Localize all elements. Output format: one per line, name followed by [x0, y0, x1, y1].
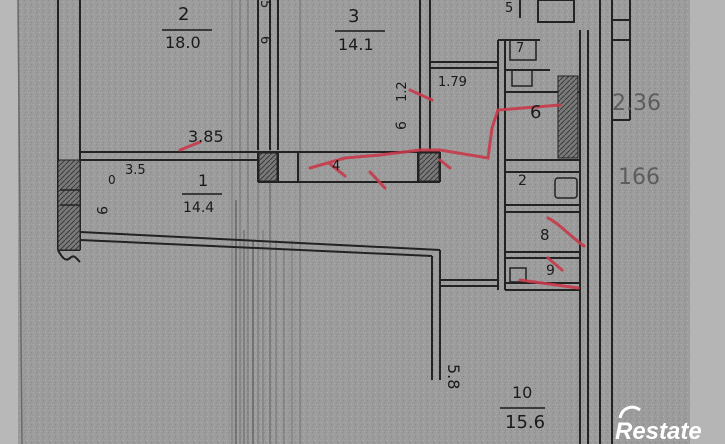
fixtures [60, 39, 578, 283]
restate-watermark: Restate [615, 405, 702, 444]
dimension-236: 2.36 [612, 91, 661, 116]
dimension-12: 1.2 [395, 81, 410, 102]
paper-left-edge [17, 0, 23, 444]
dimension-0: 0 [108, 173, 116, 187]
room-8-label: 8 [540, 226, 550, 244]
dimension-9: 9 [93, 206, 109, 215]
room-number: 3 [348, 6, 359, 27]
dimension-385: 3.85 [188, 127, 224, 146]
room-number: 1 [198, 171, 208, 190]
room-10-label: 10 15.6 [500, 383, 545, 433]
room-7-label: 7 [516, 41, 524, 56]
room-area: 18.0 [165, 33, 201, 52]
room-3-label: 3 14.1 [335, 6, 385, 54]
room-area: 14.1 [338, 35, 374, 54]
room-2-label: 2 18.0 [162, 4, 212, 52]
paper-left-margin [0, 0, 18, 444]
room-area: 14.4 [183, 200, 214, 216]
room-1-label: 1 14.4 [182, 171, 222, 216]
room-area: 15.6 [505, 412, 545, 433]
dimension-179: 1.79 [438, 75, 467, 90]
room-number: 10 [512, 383, 532, 402]
dimension-2: 2 [518, 173, 527, 189]
dimension-6b: 6 [257, 36, 272, 44]
dimension-6: 6 [394, 121, 410, 130]
walls [57, 0, 631, 444]
dimension-5: 5 [257, 0, 272, 8]
paper-right-margin [690, 0, 725, 444]
dimension-58: 5.8 [444, 364, 463, 389]
room-5-label: 5 [505, 1, 513, 16]
watermark-text: Restate [615, 418, 702, 444]
dimension-166: 166 [618, 165, 660, 190]
dimension-35: 3.5 [125, 163, 146, 178]
room-9-label: 9 [546, 263, 555, 279]
room-4-label: 4 [332, 159, 340, 174]
room-number: 2 [178, 4, 189, 25]
room-6-label: 6 [530, 102, 541, 123]
red-markings [178, 88, 586, 290]
